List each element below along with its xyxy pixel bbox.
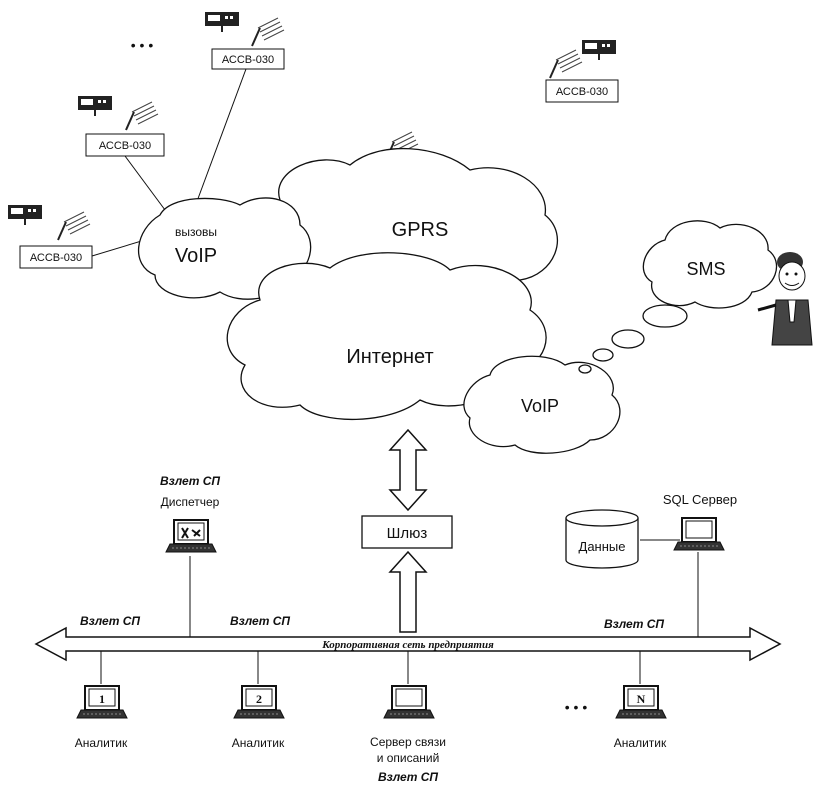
device-label: АССВ-030 xyxy=(222,54,274,66)
corporate-network-bus xyxy=(34,626,782,662)
device-left: АССВ-030 xyxy=(7,204,93,269)
bus-label: Взлет СП xyxy=(80,614,140,628)
bus-label: Взлет СП xyxy=(604,617,664,631)
voip-calls-label: вызовы xyxy=(175,225,217,239)
svg-text:Взлет СП: Взлет СП xyxy=(160,474,220,488)
device-label: АССВ-030 xyxy=(556,86,608,98)
thought-bubble-3 xyxy=(592,348,614,362)
svg-text:2: 2 xyxy=(256,692,262,706)
gateway-up-arrow xyxy=(388,428,428,512)
gateway: Шлюз xyxy=(361,515,453,549)
bottom-ellipsis: • • • xyxy=(565,699,588,715)
voip-right-label: VoIP xyxy=(521,396,559,416)
voip-right-cloud xyxy=(463,355,621,454)
device-top-right: АССВ-030 xyxy=(545,39,619,103)
dispatcher-station: Взлет СП Диспетчер xyxy=(160,474,220,637)
svg-text:Аналитик: Аналитик xyxy=(614,736,667,750)
svg-text:Сервер связи: Сервер связи xyxy=(370,735,446,749)
gprs-label: GPRS xyxy=(392,219,449,241)
database-label: Данные xyxy=(579,539,626,554)
clouds xyxy=(138,148,778,454)
device-upper-left: АССВ-030 xyxy=(77,95,165,157)
device-label: АССВ-030 xyxy=(30,252,82,264)
person-icon xyxy=(757,252,813,346)
svg-text:N: N xyxy=(637,692,646,706)
thought-bubble-1 xyxy=(642,304,688,328)
sms-label: SMS xyxy=(686,259,725,279)
bus-to-gateway-arrow xyxy=(388,550,428,633)
device-label: АССВ-030 xyxy=(99,140,151,152)
svg-text:SQL Сервер: SQL Сервер xyxy=(663,492,737,507)
workstation-2: 2 Аналитик xyxy=(232,651,285,750)
top-ellipsis: • • • xyxy=(131,37,154,53)
svg-text:Аналитик: Аналитик xyxy=(75,736,128,750)
svg-text:1: 1 xyxy=(99,692,105,706)
svg-text:Шлюз: Шлюз xyxy=(387,525,428,542)
sql-server: SQL Сервер Данные xyxy=(565,492,737,637)
voip-left-label: VoIP xyxy=(175,245,217,267)
database-icon xyxy=(565,509,639,569)
workstation-n: N Аналитик xyxy=(614,651,667,750)
communication-server: Сервер связи и описаний Взлет СП xyxy=(370,651,446,784)
thought-bubble-2 xyxy=(611,329,645,349)
svg-text:Диспетчер: Диспетчер xyxy=(161,495,220,509)
workstation-1: 1 Аналитик xyxy=(75,651,128,750)
bus-label: Взлет СП xyxy=(230,614,290,628)
thought-bubble-4 xyxy=(578,364,592,374)
device-top-center: АССВ-030 xyxy=(204,11,285,70)
internet-label: Интернет xyxy=(346,346,433,368)
sms-cloud xyxy=(642,220,778,309)
svg-text:Взлет СП: Взлет СП xyxy=(378,770,438,784)
svg-text:Аналитик: Аналитик xyxy=(232,736,285,750)
network-label: Корпоративная сеть предприятия xyxy=(321,639,494,651)
svg-text:и описаний: и описаний xyxy=(377,751,440,765)
